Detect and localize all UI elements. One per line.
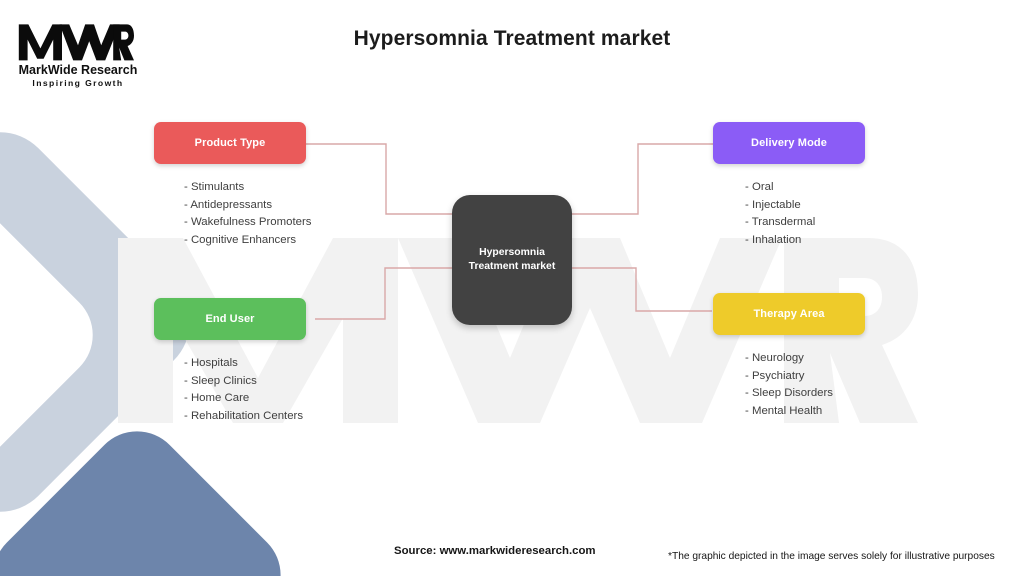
center-node: Hypersomnia Treatment market — [452, 195, 572, 325]
list-item: - Neurology — [745, 352, 804, 364]
category-items-therapy-area: - Neurology - Psychiatry - Sleep Disorde… — [713, 350, 865, 420]
page-title: Hypersomnia Treatment market — [353, 27, 671, 50]
category-therapy-area: Therapy Area - Neurology - Psychiatry - … — [713, 293, 865, 420]
category-header-product-type[interactable]: Product Type — [154, 122, 306, 164]
list-item: - Wakefulness Promoters — [184, 216, 312, 229]
category-items-end-user: - Hospitals - Sleep Clinics - Home Care … — [154, 355, 306, 425]
list-item: - Sleep Clinics — [184, 374, 257, 387]
list-item: - Home Care — [184, 392, 250, 405]
list-item: - Psychiatry — [745, 369, 805, 382]
list-item: - Oral — [745, 181, 774, 193]
center-node-label: Hypersomnia Treatment market — [468, 247, 556, 272]
list-item: - Stimulants — [184, 181, 245, 193]
brand-logo: MarkWide Research Inspiring Growth — [14, 22, 142, 90]
category-label-delivery-mode: Delivery Mode — [751, 137, 827, 149]
connector-end-user — [315, 267, 456, 320]
brand-name: MarkWide Research — [18, 63, 138, 77]
category-product-type: Product Type - Stimulants - Antidepressa… — [154, 122, 311, 249]
list-item: - Mental Health — [745, 404, 823, 417]
list-item: - Cognitive Enhancers — [184, 233, 297, 246]
category-label-therapy-area: Therapy Area — [753, 308, 825, 320]
connector-delivery-mode — [568, 143, 718, 215]
mwr-logo-icon — [18, 24, 134, 61]
category-header-therapy-area[interactable]: Therapy Area — [713, 293, 865, 335]
list-item: - Injectable — [745, 198, 801, 211]
list-item: - Rehabilitation Centers — [184, 409, 304, 422]
category-items-delivery-mode: - Oral - Injectable - Transdermal - Inha… — [713, 179, 865, 249]
category-items-product-type: - Stimulants - Antidepressants - Wakeful… — [154, 179, 311, 249]
triangle-shape-decoration — [0, 412, 300, 576]
category-end-user: End User - Hospitals - Sleep Clinics - H… — [154, 298, 306, 425]
category-header-end-user[interactable]: End User — [154, 298, 306, 340]
list-item: - Sleep Disorders — [745, 387, 833, 400]
list-item: - Antidepressants — [184, 198, 273, 211]
source-label: Source: www.markwideresearch.com — [394, 545, 596, 557]
connector-therapy-area — [568, 267, 712, 312]
category-delivery-mode: Delivery Mode - Oral - Injectable - Tran… — [713, 122, 865, 249]
category-label-end-user: End User — [205, 313, 255, 325]
disclaimer-label: *The graphic depicted in the image serve… — [668, 551, 995, 562]
chevron-shape-cutout — [0, 158, 112, 512]
list-item: - Inhalation — [745, 233, 802, 246]
category-header-delivery-mode[interactable]: Delivery Mode — [713, 122, 865, 164]
brand-tagline: Inspiring Growth — [32, 78, 124, 88]
list-item: - Hospitals — [184, 357, 238, 369]
connector-product-type — [306, 143, 456, 215]
category-label-product-type: Product Type — [194, 137, 266, 149]
list-item: - Transdermal — [745, 216, 816, 229]
